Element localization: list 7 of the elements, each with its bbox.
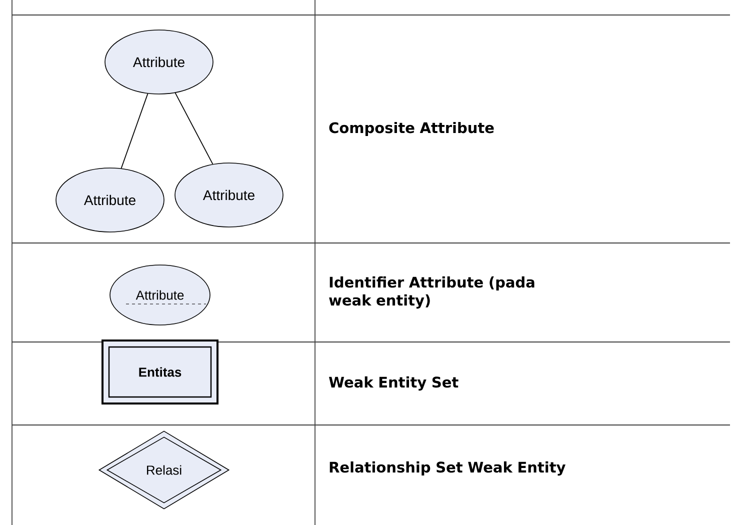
row-label: Composite Attribute [329,122,494,136]
connector-line [174,92,214,165]
row-label: Identifier Attribute (pada weak entity) [329,276,534,309]
weak-entity-box: Entitas [102,340,218,404]
row-label: Relationship Set Weak Entity [330,461,566,476]
connector-line [120,93,148,169]
row-label: Weak Entity Set [328,376,458,391]
